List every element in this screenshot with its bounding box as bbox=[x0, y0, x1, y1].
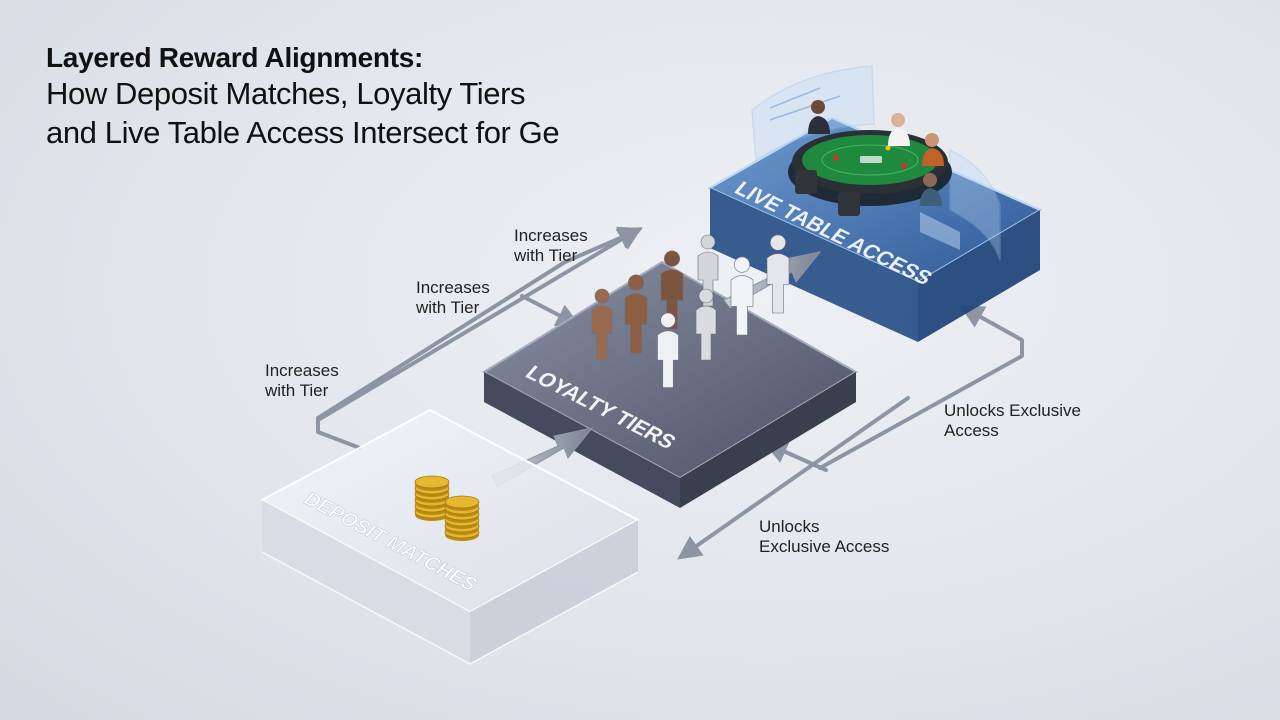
arrow-unlocks-3 bbox=[763, 440, 828, 472]
label-increases-with-tier-3: Increases with Tier bbox=[265, 361, 339, 400]
person-figure bbox=[695, 288, 717, 361]
person-figure bbox=[624, 274, 648, 354]
title-line-2: How Deposit Matches, Loyalty Tiers bbox=[46, 76, 526, 111]
label-unlocks-exclusive-access-1: Unlocks Exclusive Access bbox=[944, 401, 1081, 440]
poker-table-icon bbox=[788, 100, 952, 216]
person-figure bbox=[591, 288, 613, 361]
arrow-unlocks-1 bbox=[818, 305, 1024, 470]
title-line-1: Layered Reward Alignments: bbox=[46, 42, 424, 73]
arrow-increases-2 bbox=[520, 294, 581, 327]
arrow-increases-3 bbox=[316, 227, 643, 422]
person-figure bbox=[766, 234, 790, 314]
diagram-title: Layered Reward Alignments: How Deposit M… bbox=[46, 40, 560, 153]
label-increases-with-tier-2: Increases with Tier bbox=[416, 278, 490, 317]
title-line-3: and Live Table Access Intersect for Ge bbox=[46, 114, 560, 150]
connector-arrows bbox=[316, 226, 1024, 560]
arrow-unlocks-2 bbox=[677, 396, 910, 560]
coin bbox=[414, 475, 450, 491]
person-figure bbox=[657, 312, 679, 388]
holographic-screen-icon bbox=[751, 65, 1001, 261]
label-unlocks-exclusive-access-2: Unlocks Exclusive Access bbox=[759, 517, 890, 556]
coin-stack-icon bbox=[414, 475, 480, 541]
person-figure bbox=[730, 256, 754, 336]
person-figure-icon bbox=[591, 234, 790, 388]
coin bbox=[444, 495, 480, 511]
label-increases-with-tier-1: Increases with Tier bbox=[514, 226, 588, 265]
